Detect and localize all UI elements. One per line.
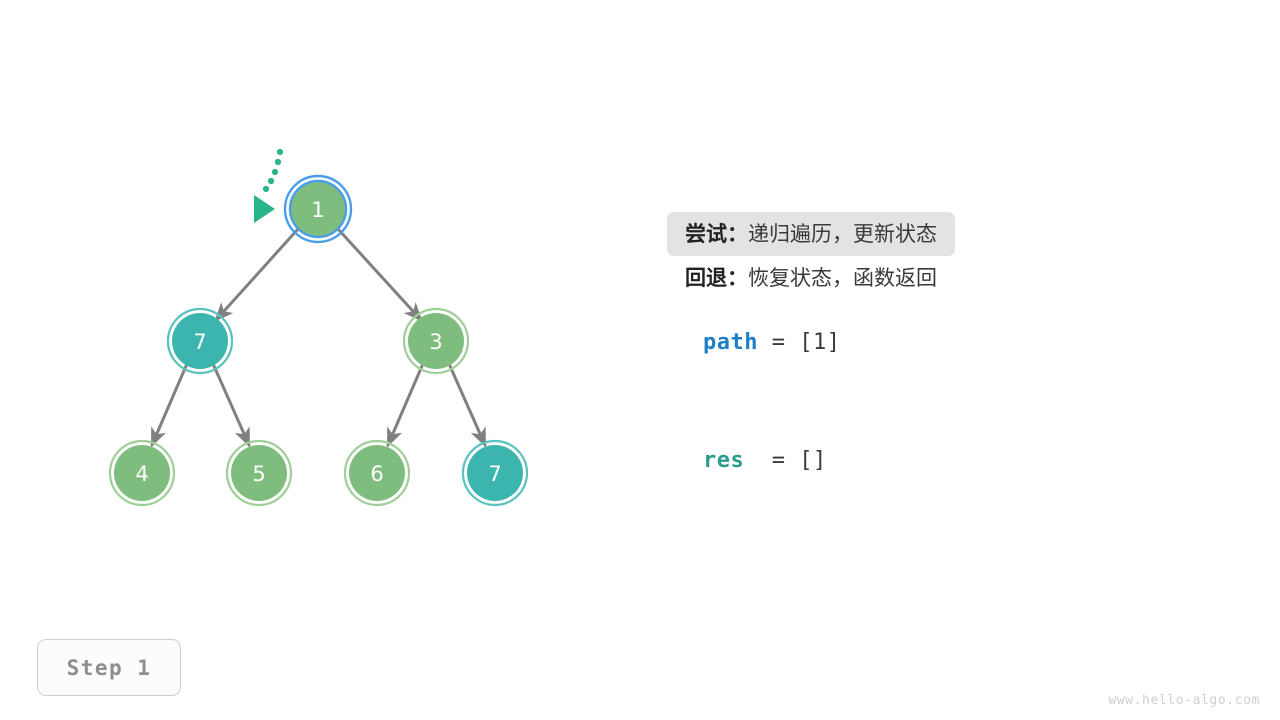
trail-dot — [276, 148, 284, 156]
node-value: 3 — [429, 330, 442, 354]
node-body — [288, 179, 348, 239]
try-line: 尝试：递归遍历，更新状态 — [667, 212, 955, 256]
node-value: 7 — [488, 462, 501, 486]
edge-3-to-6 — [386, 364, 424, 448]
trail-dot — [274, 158, 282, 166]
tree-node-1[interactable]: 1 — [283, 174, 353, 244]
node-outer-ring — [283, 174, 353, 244]
edge-1-to-3 — [336, 227, 423, 322]
node-value: 6 — [370, 462, 383, 486]
path-variable-name: path — [703, 330, 758, 355]
tree-node-7-right[interactable]: 7 — [461, 439, 529, 507]
back-line: 回退：恢复状态，函数返回 — [667, 256, 955, 300]
node-value: 4 — [135, 462, 148, 486]
node-value: 1 — [311, 198, 324, 222]
edge-3-to-7right — [448, 364, 487, 448]
node-body — [467, 445, 523, 501]
node-body — [114, 445, 170, 501]
res-variable-value: = [] — [744, 448, 827, 473]
node-outer-ring — [402, 307, 470, 375]
tree-node-3[interactable]: 3 — [402, 307, 470, 375]
node-body — [172, 313, 228, 369]
node-outer-ring — [225, 439, 293, 507]
tree-node-7-left[interactable]: 7 — [166, 307, 234, 375]
try-line-text: 递归遍历，更新状态 — [748, 222, 937, 246]
info-panel: 尝试：递归遍历，更新状态 回退：恢复状态，函数返回 path = [1] res… — [667, 212, 1245, 473]
res-variable-row: res = [] — [703, 448, 827, 473]
node-value: 7 — [193, 330, 206, 354]
tree-node-6[interactable]: 6 — [343, 439, 411, 507]
tree-node-5[interactable]: 5 — [225, 439, 293, 507]
node-outer-ring — [461, 439, 529, 507]
node-body — [349, 445, 405, 501]
node-outer-ring — [166, 307, 234, 375]
edge-1-to-7left — [214, 227, 300, 322]
pointer-trail — [262, 148, 284, 193]
node-body — [408, 313, 464, 369]
node-outer-ring — [343, 439, 411, 507]
trail-dot — [267, 177, 275, 185]
edge-7left-to-4 — [150, 364, 188, 448]
try-line-wrap: 尝试：递归遍历，更新状态 — [667, 212, 1245, 256]
edge-7left-to-5 — [212, 364, 251, 448]
back-line-text: 恢复状态，函数返回 — [748, 266, 937, 290]
back-line-wrap: 回退：恢复状态，函数返回 — [685, 256, 1245, 300]
node-body — [231, 445, 287, 501]
try-line-key: 尝试： — [685, 222, 748, 246]
res-variable-name: res — [703, 448, 745, 473]
trail-dot — [262, 185, 270, 193]
path-variable-row: path = [1] — [703, 330, 840, 355]
back-line-key: 回退： — [685, 266, 748, 290]
tree-node-4[interactable]: 4 — [108, 439, 176, 507]
tree-edges — [150, 227, 487, 448]
path-variable-value: = [1] — [757, 330, 841, 355]
cursor-pointer-icon — [254, 195, 275, 223]
node-value: 5 — [252, 462, 265, 486]
node-outer-ring — [108, 439, 176, 507]
trail-dot — [271, 168, 279, 176]
binary-tree-graphic: 1 7 3 4 5 6 — [108, 148, 529, 507]
step-badge: Step 1 — [37, 639, 181, 696]
watermark: www.hello-algo.com — [1108, 693, 1260, 708]
